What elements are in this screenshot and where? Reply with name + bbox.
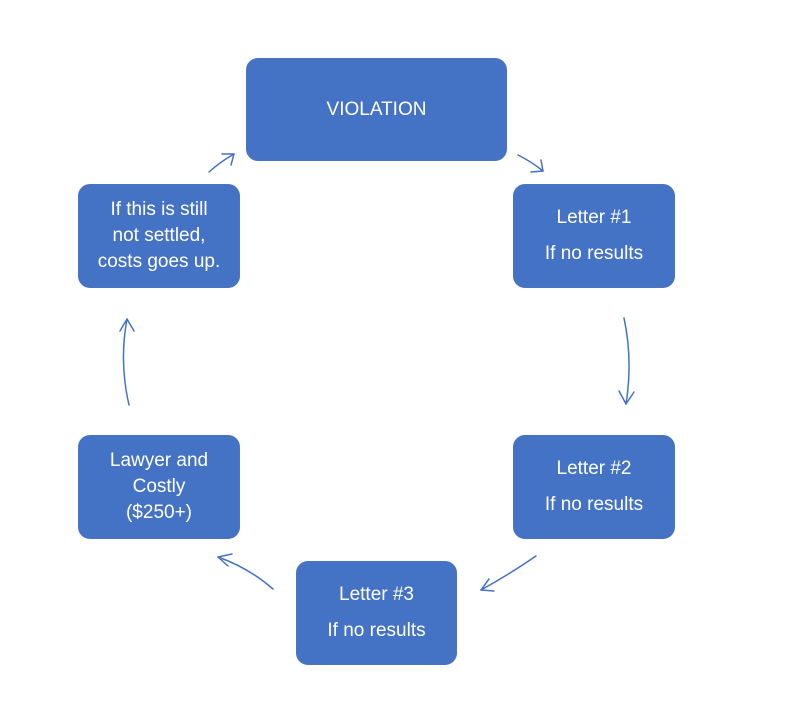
arrowhead-letter3-to-lawyer — [217, 553, 233, 567]
node-lawyer-line-3: ($250+) — [125, 502, 193, 523]
node-letter-3-condition: If no results — [327, 620, 426, 641]
arrow-costs-up-to-violation — [208, 153, 235, 173]
node-letter-3: Letter #3 If no results — [296, 561, 457, 665]
node-costs-up-line-3: costs goes up. — [97, 251, 221, 272]
node-violation: VIOLATION — [246, 58, 507, 161]
node-letter-1: Letter #1 If no results — [513, 184, 675, 288]
arrowhead-letter1-to-letter2 — [618, 390, 635, 405]
node-lawyer: Lawyer and Costly ($250+) — [78, 435, 240, 539]
node-costs-up: If this is still not settled, costs goes… — [78, 184, 240, 288]
arrowhead-lawyer-to-costs-up — [119, 318, 135, 332]
node-violation-label: VIOLATION — [326, 98, 427, 120]
arrow-lawyer-to-costs-up — [122, 318, 130, 406]
node-letter-1-title: Letter #1 — [556, 207, 632, 228]
arrowhead-costs-up-to-violation — [221, 153, 235, 166]
node-costs-up-line-1: If this is still — [110, 199, 208, 220]
arrow-violation-to-letter1 — [517, 154, 544, 172]
node-lawyer-line-1: Lawyer and — [109, 450, 209, 471]
node-letter-2: Letter #2 If no results — [513, 435, 675, 539]
node-costs-up-line-2: not settled, — [112, 225, 206, 246]
arrow-letter3-to-lawyer — [217, 556, 274, 590]
arrowhead-violation-to-letter1 — [530, 159, 544, 173]
arrow-letter2-to-letter3 — [480, 555, 537, 591]
arrowhead-letter2-to-letter3 — [480, 578, 495, 592]
node-letter-2-title: Letter #2 — [556, 458, 632, 479]
node-letter-1-condition: If no results — [544, 243, 644, 264]
node-letter-3-title: Letter #3 — [339, 584, 414, 605]
node-lawyer-line-2: Costly — [132, 476, 186, 497]
arrow-letter1-to-letter2 — [623, 317, 630, 405]
node-letter-2-condition: If no results — [544, 494, 644, 515]
